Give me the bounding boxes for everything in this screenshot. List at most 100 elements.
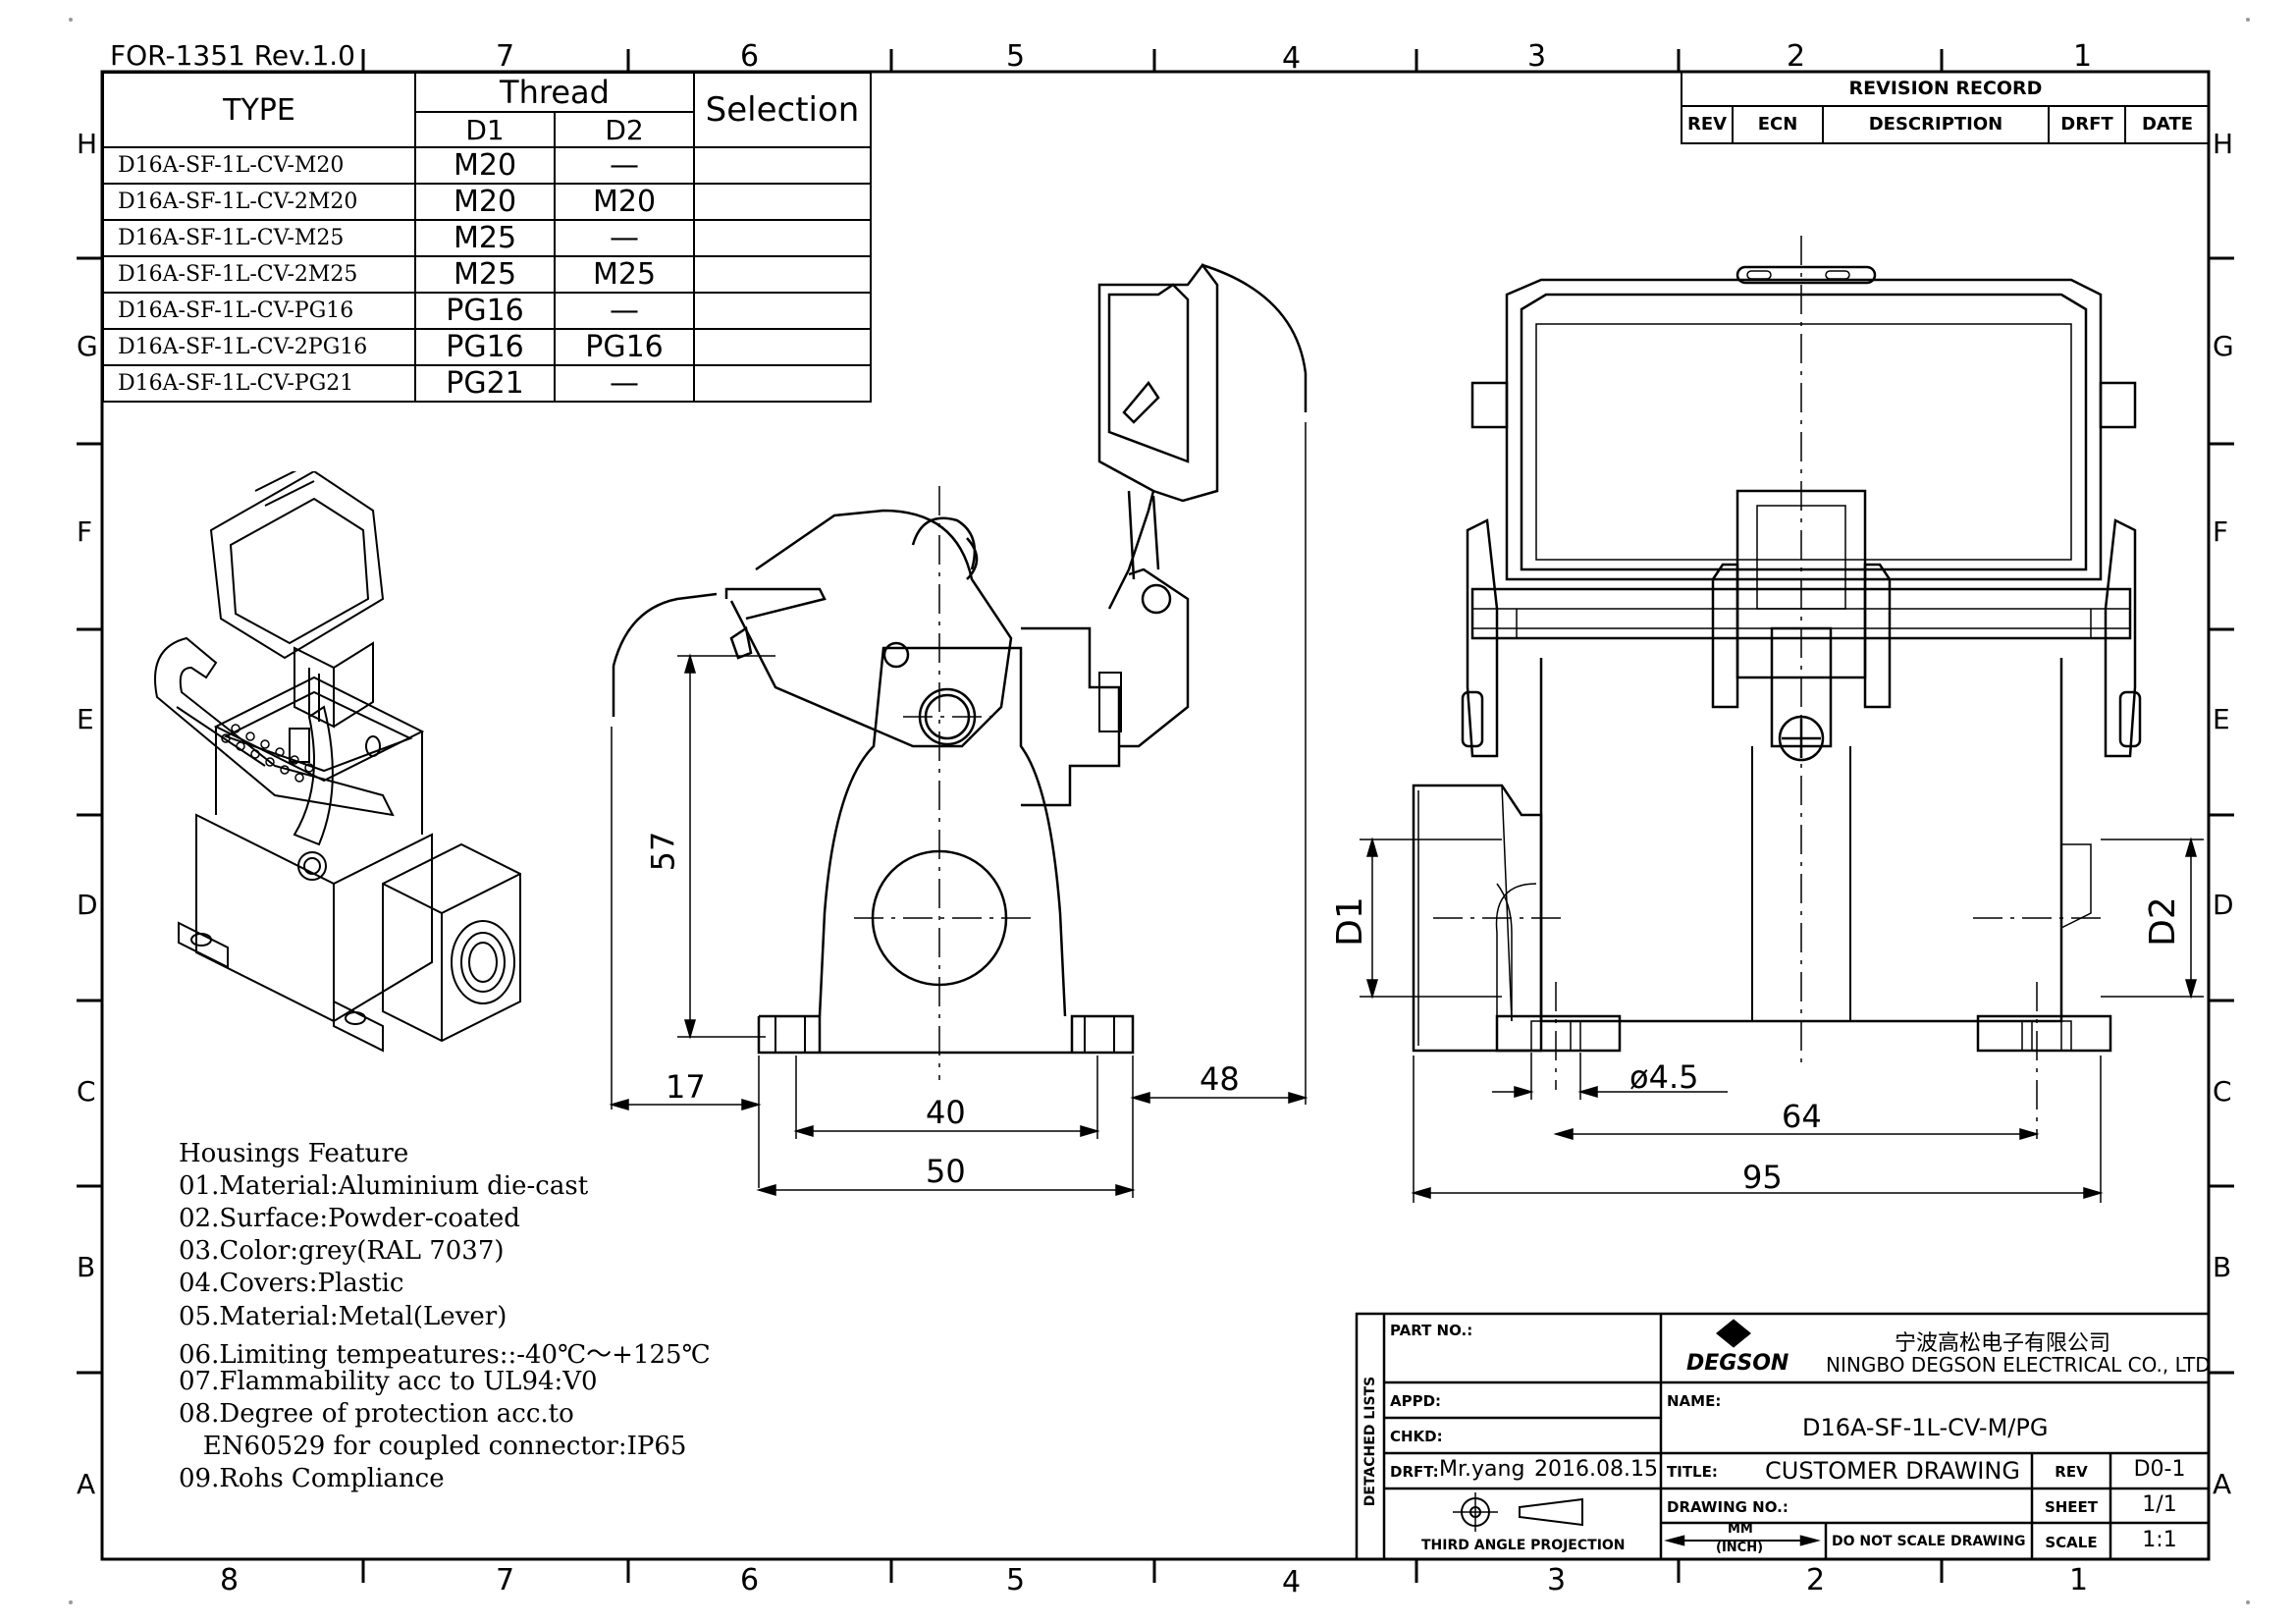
do-not-scale-label: DO NOT SCALE DRAWING: [1832, 1534, 2026, 1549]
company-name-cn: 宁波高松电子有限公司: [1895, 1331, 2111, 1356]
zone-label-bottom: 7: [496, 1563, 515, 1597]
selection-cell[interactable]: [693, 255, 872, 294]
d1-cell: M20: [414, 146, 556, 185]
zone-label-side: A: [77, 1468, 96, 1500]
selection-cell[interactable]: [693, 219, 872, 257]
name-label: NAME:: [1667, 1392, 1722, 1410]
selection-table: TYPE Thread Selection D1 D2 D16A-SF-1L-C…: [102, 72, 872, 403]
selection-cell[interactable]: [693, 183, 872, 221]
selection-cell[interactable]: [693, 292, 872, 330]
date-col-header: DATE: [2141, 114, 2194, 135]
thread-header: Thread: [414, 72, 695, 113]
selection-cell[interactable]: [693, 364, 872, 403]
selection-cell[interactable]: [693, 328, 872, 366]
zone-label-top: 5: [1006, 39, 1026, 74]
appd-label: APPD:: [1390, 1392, 1442, 1410]
zone-label-bottom: 4: [1282, 1565, 1302, 1599]
table-row: D16A-SF-1L-CV-2PG16 PG16 PG16: [102, 328, 872, 366]
zone-label-side: B: [2213, 1251, 2232, 1283]
feature-item: 03.Color:grey(RAL 7037): [179, 1236, 505, 1266]
type-cell: D16A-SF-1L-CV-2M20: [102, 183, 416, 221]
zone-label-top: 7: [496, 39, 515, 74]
d1-cell: M25: [414, 219, 556, 257]
zone-label-side: G: [2213, 330, 2234, 362]
d2-cell: —: [554, 146, 695, 185]
d1-cell: M20: [414, 183, 556, 221]
zone-label-bottom: 1: [2069, 1563, 2089, 1597]
d2-cell: —: [554, 219, 695, 257]
features-title: Housings Feature: [179, 1139, 409, 1168]
type-cell: D16A-SF-1L-CV-M20: [102, 146, 416, 185]
zone-label-side: H: [2213, 128, 2234, 160]
zone-label-side: A: [2213, 1468, 2232, 1500]
rev-label: REV: [2055, 1463, 2088, 1481]
drawing-no-label: DRAWING NO.:: [1667, 1498, 1789, 1516]
selection-header: Selection: [693, 72, 872, 148]
draft-date: 2016.08.15: [1534, 1457, 1658, 1482]
zone-label-side: C: [2213, 1075, 2232, 1108]
feature-item: EN60529 for coupled connector:IP65: [179, 1432, 687, 1461]
ecn-col-header: ECN: [1734, 107, 1824, 142]
scale-label: SCALE: [2045, 1534, 2098, 1551]
d1-header: D1: [414, 111, 556, 148]
feature-item: 06.Limiting tempeatures::-40℃～+125℃: [179, 1340, 711, 1370]
drft-label: DRFT:: [1390, 1463, 1439, 1481]
table-row: D16A-SF-1L-CV-M20 M20 —: [102, 146, 872, 185]
type-cell: D16A-SF-1L-CV-PG16: [102, 292, 416, 330]
zone-label-top: 6: [740, 39, 760, 74]
company-name-en: NINGBO DEGSON ELECTRICAL CO., LTD: [1826, 1353, 2211, 1377]
revision-record-title: REVISION RECORD: [1681, 72, 2209, 107]
d2-cell: —: [554, 292, 695, 330]
brand-logo-icon: [1716, 1319, 1751, 1348]
type-cell: D16A-SF-1L-CV-2M25: [102, 255, 416, 294]
zone-label-side: E: [77, 703, 94, 735]
zone-label-side: B: [77, 1251, 96, 1283]
zone-label-top: 1: [2073, 39, 2093, 74]
rev-col-header: REV: [1682, 107, 1734, 142]
zone-label-side: D: [77, 889, 98, 921]
form-id: FOR-1351 Rev.1.0: [110, 39, 355, 72]
zone-label-side: F: [2213, 515, 2229, 548]
selection-cell[interactable]: [693, 146, 872, 185]
brand-name: DEGSON: [1686, 1351, 1789, 1376]
projection-label: THIRD ANGLE PROJECTION: [1421, 1538, 1626, 1553]
d1-cell: PG16: [414, 328, 556, 366]
description-col-header: DESCRIPTION: [1824, 107, 2050, 142]
dim-48-label: 48: [1200, 1060, 1240, 1098]
part-no-label: PART NO.:: [1390, 1322, 1473, 1339]
detached-lists-label: DETACHED LISTS: [1362, 1376, 1379, 1507]
drafter-name: Mr.yang: [1439, 1457, 1525, 1482]
d1-cell: PG16: [414, 292, 556, 330]
dim-17-label: 17: [666, 1068, 706, 1106]
d2-cell: —: [554, 364, 695, 403]
type-cell: D16A-SF-1L-CV-PG21: [102, 364, 416, 403]
zone-label-bottom: 8: [220, 1563, 240, 1597]
table-row: D16A-SF-1L-CV-2M25 M25 M25: [102, 255, 872, 294]
zone-label-top: 3: [1527, 39, 1547, 74]
drft-col-header: DRFT: [2050, 107, 2126, 142]
zone-label-side: E: [2213, 703, 2230, 735]
feature-item: 05.Material:Metal(Lever): [179, 1302, 507, 1331]
sheet-label: SHEET: [2044, 1498, 2099, 1516]
zone-label-top: 4: [1282, 41, 1302, 76]
zone-label-bottom: 3: [1547, 1563, 1567, 1597]
zone-label-side: C: [77, 1075, 96, 1108]
scale-value: 1:1: [2142, 1528, 2177, 1552]
feature-item: 09.Rohs Compliance: [179, 1464, 445, 1493]
feature-item: 07.Flammability acc to UL94:V0: [179, 1367, 598, 1396]
unit-mm: MM: [1728, 1522, 1753, 1537]
zone-label-side: G: [77, 330, 98, 362]
feature-item: 02.Surface:Powder-coated: [179, 1204, 520, 1233]
dim-hole-label: ø4.5: [1629, 1058, 1699, 1096]
rev-value: D0-1: [2133, 1457, 2186, 1482]
revision-record: REVISION RECORD REV ECN DESCRIPTION DRFT…: [1681, 72, 2209, 144]
unit-inch: (INCH): [1716, 1541, 1764, 1555]
name-value: D16A-SF-1L-CV-M/PG: [1802, 1414, 2049, 1441]
zone-label-side: D: [2213, 889, 2234, 921]
table-row: D16A-SF-1L-CV-PG21 PG21 —: [102, 364, 872, 403]
d2-cell: M20: [554, 183, 695, 221]
sheet-value: 1/1: [2142, 1492, 2177, 1517]
